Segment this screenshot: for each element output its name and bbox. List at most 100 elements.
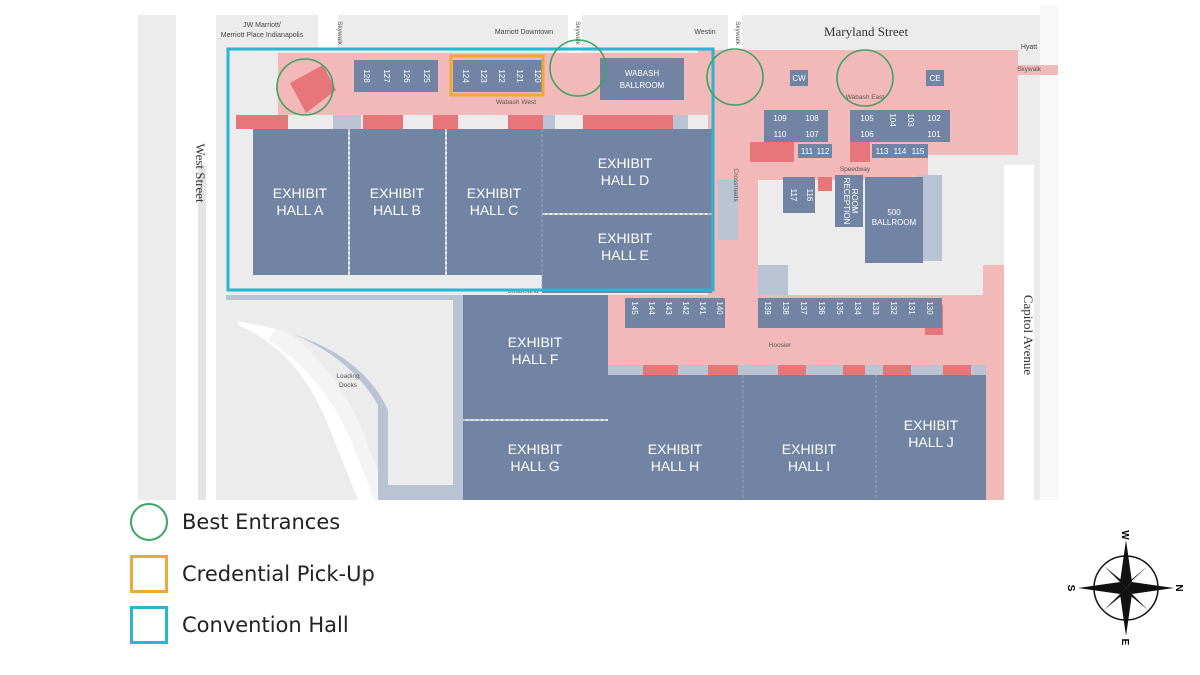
- svg-text:EXHIBIT: EXHIBIT: [508, 334, 563, 350]
- svg-text:131: 131: [907, 301, 916, 315]
- svg-text:122: 122: [497, 69, 506, 83]
- rooms-130-139-numbers: 139 138 137 136 135 134 133 132 131 130: [763, 301, 934, 315]
- rooms-120-124-numbers: 124 123 122 121 120: [461, 69, 542, 83]
- hall-a-label: EXHIBIT HALL A: [273, 185, 328, 218]
- westin-label: Westin: [694, 29, 715, 36]
- svg-text:135: 135: [835, 301, 844, 315]
- exhibit-hall-c[interactable]: [447, 129, 542, 275]
- svg-text:CE: CE: [929, 74, 940, 83]
- svg-text:HALL B: HALL B: [373, 202, 421, 218]
- compass-south-label: S: [1066, 585, 1076, 592]
- rooms-111-112[interactable]: [798, 144, 832, 158]
- crossroads-label: Crossroads: [732, 168, 739, 202]
- svg-text:HALL F: HALL F: [512, 351, 559, 367]
- svg-text:115: 115: [912, 147, 925, 156]
- svg-text:ROOM: ROOM: [850, 189, 859, 214]
- svg-text:Skywalk: Skywalk: [734, 21, 741, 46]
- rooms-140-145[interactable]: [625, 298, 725, 328]
- top-road: [138, 5, 1058, 15]
- svg-text:104: 104: [888, 113, 897, 127]
- maryland-street-label: Maryland Street: [824, 24, 909, 39]
- capitol-avenue-label: Capitol Avenue: [1021, 295, 1036, 376]
- svg-text:143: 143: [664, 301, 673, 315]
- svg-text:138: 138: [781, 301, 790, 315]
- svg-text:Skywalk: Skywalk: [336, 21, 343, 46]
- entrance-circle-skywalk[interactable]: [549, 39, 607, 97]
- ballroom-500[interactable]: [865, 177, 923, 263]
- entrance-circle-east[interactable]: [836, 49, 894, 107]
- wabash-west-label: Wabash West: [496, 99, 536, 106]
- svg-text:HALL D: HALL D: [601, 172, 650, 188]
- exhibit-hall-g[interactable]: [463, 421, 608, 500]
- svg-text:127: 127: [382, 69, 391, 83]
- exhibit-hall-j[interactable]: [876, 375, 986, 500]
- svg-text:EXHIBIT: EXHIBIT: [598, 230, 653, 246]
- entrance-circle-west[interactable]: [276, 58, 334, 116]
- hall-c-label: EXHIBIT HALL C: [467, 185, 522, 218]
- convention-hall-outline[interactable]: [226, 47, 715, 292]
- svg-text:EXHIBIT: EXHIBIT: [370, 185, 425, 201]
- rooms-107-110[interactable]: [764, 110, 828, 142]
- svg-text:HALL E: HALL E: [601, 247, 649, 263]
- rooms-116-117[interactable]: [783, 177, 815, 213]
- svg-text:124: 124: [461, 69, 470, 83]
- svg-text:128: 128: [362, 69, 371, 83]
- exhibit-hall-f[interactable]: [463, 295, 608, 419]
- jw-marriott-label-2: Merriott Place Indianapolis: [221, 32, 304, 39]
- hall-e-label: EXHIBIT HALL E: [598, 230, 653, 263]
- hall-g-label: EXHIBIT HALL G: [508, 441, 563, 474]
- svg-text:Skywalk: Skywalk: [574, 21, 581, 46]
- svg-text:133: 133: [871, 301, 880, 315]
- exhibit-hall-e[interactable]: [542, 215, 712, 293]
- svg-text:106: 106: [860, 130, 874, 139]
- compass-north-label: N: [1173, 584, 1184, 591]
- compass-east-label: E: [1119, 639, 1130, 646]
- reception-room[interactable]: [835, 175, 863, 227]
- svg-text:HALL A: HALL A: [277, 202, 325, 218]
- room-cw[interactable]: [790, 70, 808, 86]
- svg-text:101: 101: [927, 130, 941, 139]
- legend-label-entrances: Best Entrances: [182, 510, 341, 534]
- rooms-130-139[interactable]: [758, 298, 942, 328]
- rooms-125-128-numbers: 128 127 126 125: [362, 69, 431, 83]
- exhibit-hall-h[interactable]: [608, 375, 743, 500]
- svg-text:RECEPTION: RECEPTION: [842, 178, 851, 225]
- svg-text:HALL J: HALL J: [908, 434, 953, 450]
- rooms-101-106[interactable]: [850, 110, 950, 142]
- svg-text:145: 145: [630, 301, 639, 315]
- entrance-circle-westin[interactable]: [706, 48, 764, 106]
- wabash-ballroom-label-1: WABASH: [625, 69, 660, 78]
- exhibit-hall-i[interactable]: [743, 375, 876, 500]
- exhibit-hall-d[interactable]: [542, 129, 712, 213]
- pickup-swatch: [130, 555, 168, 593]
- hall-f-label: EXHIBIT HALL F: [508, 334, 563, 367]
- entrance-swatch: [130, 503, 168, 541]
- rooms-125-128[interactable]: [354, 60, 438, 92]
- room-ce[interactable]: [926, 70, 944, 86]
- credential-pickup-outline[interactable]: [449, 54, 545, 97]
- rooms-120-124[interactable]: [453, 60, 543, 92]
- svg-text:141: 141: [698, 301, 707, 315]
- wabash-east-label: Wabash East: [846, 94, 885, 101]
- rooms-113-115[interactable]: [872, 144, 928, 158]
- svg-text:144: 144: [647, 301, 656, 315]
- svg-text:109: 109: [773, 114, 787, 123]
- svg-text:103: 103: [906, 113, 915, 127]
- hyatt-label: Hyatt: [1021, 44, 1037, 51]
- hall-j-label: EXHIBIT HALL J: [904, 417, 959, 450]
- svg-text:HALL I: HALL I: [788, 458, 830, 474]
- svg-text:112: 112: [817, 147, 830, 156]
- svg-text:134: 134: [853, 301, 862, 315]
- svg-text:EXHIBIT: EXHIBIT: [648, 441, 703, 457]
- svg-text:107: 107: [805, 130, 819, 139]
- svg-text:137: 137: [799, 301, 808, 315]
- svg-text:HALL G: HALL G: [510, 458, 559, 474]
- capitol-avenue-road: [1004, 165, 1034, 500]
- skywalk-label: Skywalk: [1017, 66, 1042, 73]
- exhibit-hall-a[interactable]: [253, 129, 348, 275]
- hall-d-label: EXHIBIT HALL D: [598, 155, 653, 188]
- hall-b-label: EXHIBIT HALL B: [370, 185, 425, 218]
- exhibit-hall-b[interactable]: [350, 129, 445, 275]
- svg-text:HALL H: HALL H: [651, 458, 700, 474]
- wabash-ballroom[interactable]: [600, 58, 684, 100]
